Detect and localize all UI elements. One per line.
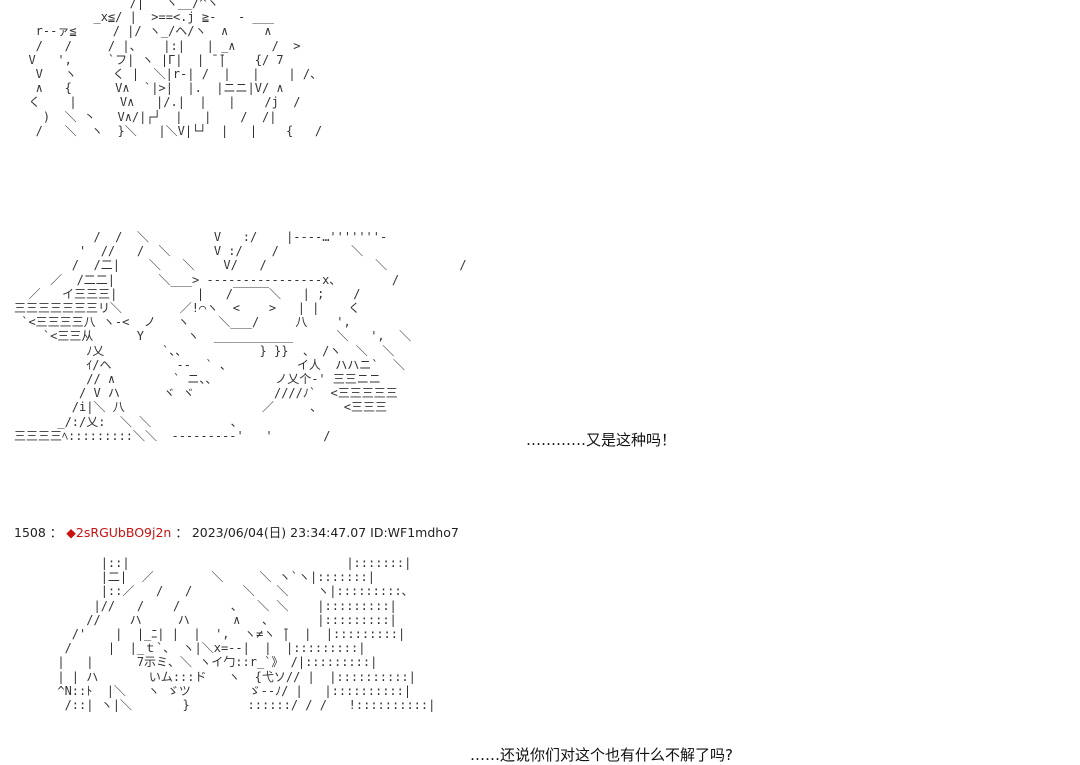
- post-header: 1508 ： ◆2sRGUbBO9j2n ： 2023/06/04(日) 23:…: [14, 522, 459, 541]
- post-separator: ：: [175, 525, 188, 540]
- ascii-art-middle: / / ＼ V :/ |‐‐‐‐…'''''''‐ ' // / ＼ V :/ …: [14, 230, 467, 443]
- poster-trip: 2sRGUbBO9j2n: [75, 525, 172, 540]
- post-separator: ：: [49, 525, 63, 540]
- post-number: 1508: [14, 525, 46, 540]
- trip-marker: ◆: [66, 525, 76, 540]
- post-date: 2023/06/04(日): [191, 525, 287, 540]
- ascii-art-bottom: |::| |:::::::| |二| ／ ＼ ＼ ヽ`ヽ|:::::::| |:…: [57, 556, 436, 713]
- dialogue-line: ……还说你们对这个也有什么不解了吗?: [470, 746, 733, 764]
- dialogue-line: …………又是这种吗！: [526, 431, 677, 449]
- poster-id: ID:WF1mdho7: [370, 525, 459, 540]
- ascii-art-top: /| ヽ__/^ヽ _x≦/ | >==<.j ≧- - ___ r‐‐ァ≦ /…: [28, 0, 323, 138]
- post-time: 23:34:47.07: [290, 525, 367, 540]
